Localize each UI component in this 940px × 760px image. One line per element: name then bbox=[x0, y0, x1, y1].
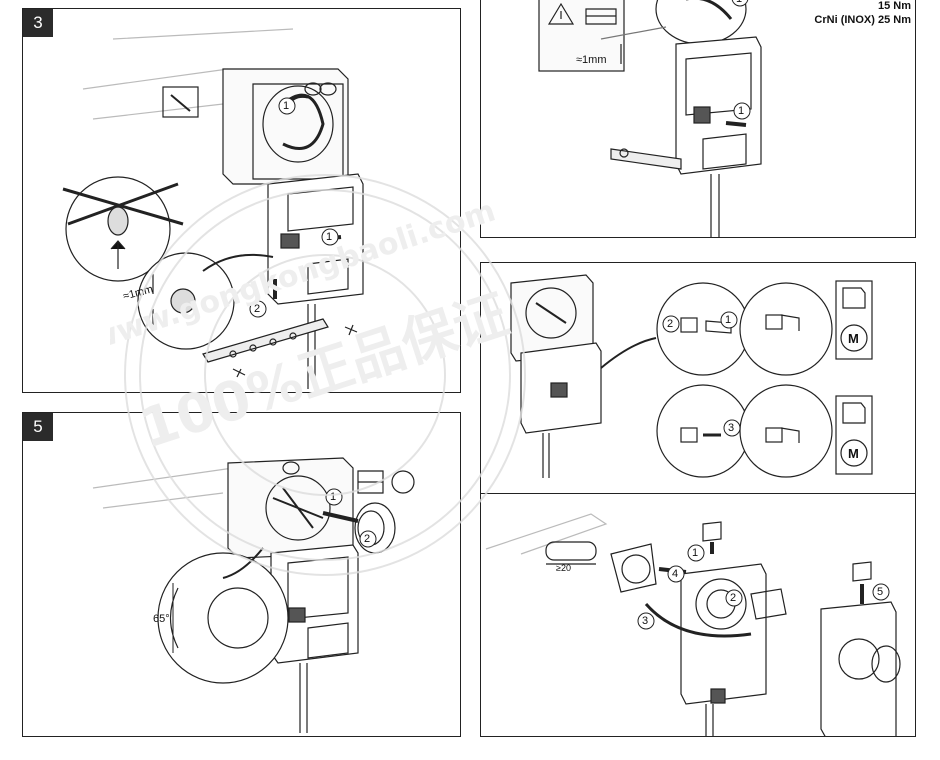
step-manual-mode-panel: 2 1 3 M M bbox=[480, 262, 916, 494]
step-3-drawing bbox=[62, 28, 364, 389]
torque-standard: 15 Nm bbox=[877, 0, 911, 12]
tr-label-1-clamp: 1 bbox=[736, 0, 742, 6]
top-right-drawing bbox=[538, 0, 762, 237]
label-1-clamp: 1 bbox=[283, 100, 290, 112]
step-number-5: 5 bbox=[23, 413, 53, 441]
tr-label-1-button: 1 bbox=[738, 105, 745, 117]
mr-label-3: 3 bbox=[728, 422, 735, 434]
motor-icon-2-letter: M bbox=[848, 446, 859, 461]
br-label-3: 3 bbox=[642, 615, 649, 627]
label-1-shaft: 1 bbox=[330, 491, 337, 503]
motor-icon-1-letter: M bbox=[848, 331, 859, 346]
step-3-panel: 3 bbox=[22, 8, 461, 393]
label-1-button: 1 bbox=[326, 231, 333, 243]
label-2-ring: 2 bbox=[364, 533, 371, 545]
br-dim-20: ≥20 bbox=[556, 563, 571, 573]
torque-inox: CrNi (INOX) 25 Nm bbox=[814, 14, 911, 26]
br-label-4: 4 bbox=[672, 568, 679, 580]
mr-label-1: 1 bbox=[725, 314, 732, 326]
step-remove-adapter-panel: 1 2 3 4 5 ≥20 bbox=[480, 493, 916, 737]
bottom-right-drawing bbox=[485, 513, 901, 736]
mr-label-2: 2 bbox=[667, 318, 674, 330]
step-5-drawing bbox=[92, 457, 415, 733]
br-label-5: 5 bbox=[877, 586, 884, 598]
torque-values: 15 Nm CrNi (INOX) 25 Nm bbox=[771, 0, 911, 27]
step-number-3: 3 bbox=[23, 9, 53, 37]
label-2-push: 2 bbox=[254, 303, 261, 315]
step-5-panel: 5 bbox=[22, 412, 461, 737]
step-top-right-panel: 1 1 ≈1mm 15 Nm CrNi (INOX) 25 Nm bbox=[480, 0, 916, 238]
angle-65: 65° bbox=[153, 613, 170, 625]
mid-right-drawing bbox=[510, 274, 873, 478]
br-label-2: 2 bbox=[730, 592, 737, 604]
br-label-1: 1 bbox=[692, 547, 699, 559]
tr-dim-1mm: ≈1mm bbox=[576, 54, 607, 66]
